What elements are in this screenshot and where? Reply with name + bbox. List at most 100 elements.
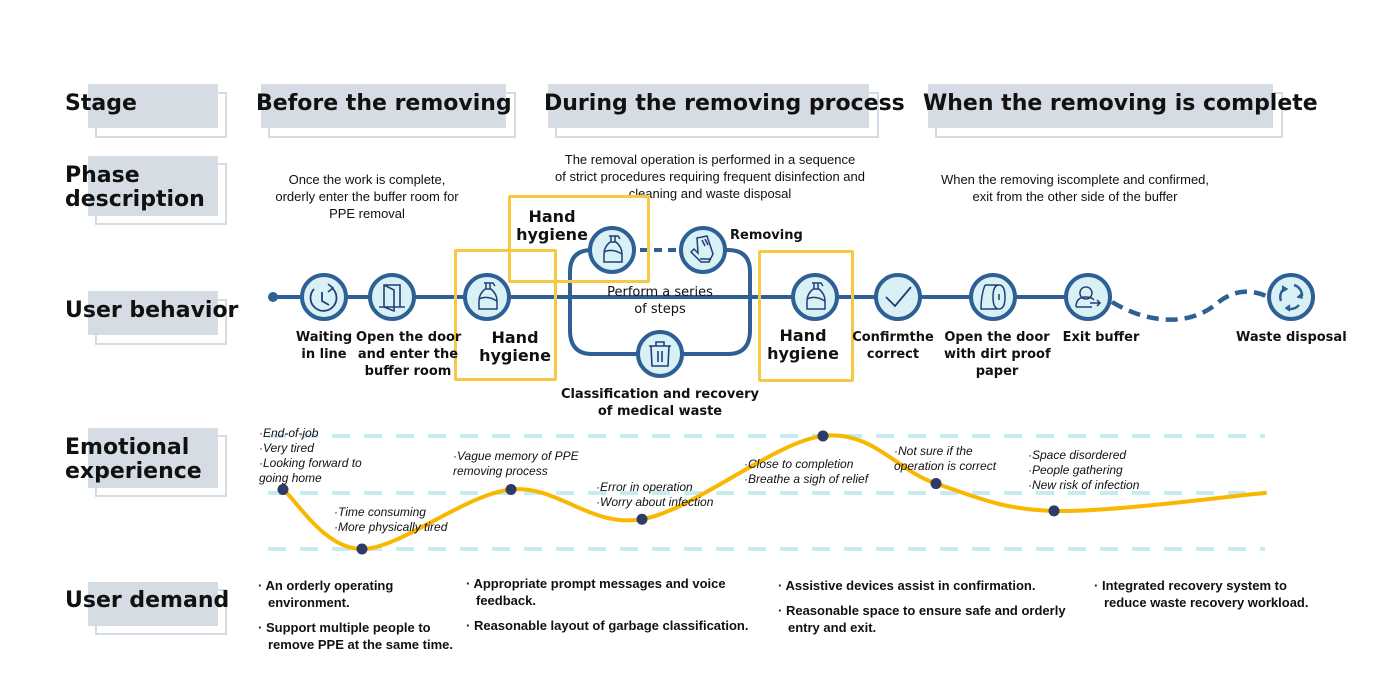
phase-description-label-line1: Phase: [65, 163, 140, 188]
emotion-point: [505, 484, 517, 495]
demand-text: Assistive devices assist in confirmation…: [785, 578, 1036, 593]
spray-bottle-icon: [588, 226, 636, 274]
label-line: Open the door: [944, 330, 1050, 345]
phase-description-during: The removal operation is performed in a …: [540, 151, 880, 202]
demand-column-4: · Integrated recovery system to reduce w…: [1094, 577, 1324, 619]
description-line: cleaning and waste disposal: [628, 186, 792, 201]
glove-icon: [679, 226, 727, 274]
user-behavior-label: User behavior: [65, 298, 239, 323]
emotion-note-2: ·Time consuming ·More physically tired: [334, 505, 447, 535]
emotion-points: [277, 430, 1060, 555]
note-line: ·Very tired: [259, 441, 314, 455]
bullet: ·: [1094, 578, 1102, 593]
demand-text: Appropriate prompt messages and voice fe…: [473, 576, 726, 608]
label-line: hygiene: [767, 344, 839, 363]
label-line: Waste disposal: [1236, 330, 1347, 345]
emotion-note-1: ·End-of-job ·Very tired ·Looking forward…: [259, 426, 362, 486]
emotion-point: [930, 478, 942, 490]
label-line: with dirt proof: [944, 347, 1051, 362]
label-line: buffer room: [364, 364, 452, 379]
spray-bottle-icon: [463, 273, 511, 321]
note-line: ·More physically tired: [334, 520, 448, 534]
spray-bottle-icon: [791, 273, 839, 321]
label-line: of steps: [634, 302, 686, 317]
bullet: ·: [466, 618, 474, 633]
label-line: Hand: [528, 207, 576, 226]
note-line: ·Time consuming: [334, 505, 426, 519]
demand-item: · An orderly operating environment.: [258, 577, 463, 611]
note-line: removing process: [453, 464, 548, 478]
description-line: of strict procedures requiring frequent …: [554, 169, 865, 184]
label-line: Confirmthe: [852, 330, 934, 345]
note-line: ·Worry about infection: [596, 495, 714, 509]
note-line: ·Looking forward to: [259, 456, 362, 470]
hand-hygiene-highlight-1: [454, 249, 557, 381]
demand-text: Integrated recovery system to reduce was…: [1101, 578, 1309, 610]
door-icon: [368, 273, 416, 321]
exit-user-icon: [1064, 273, 1112, 321]
emotional-label-line1: Emotional: [65, 435, 190, 460]
step-label-exit-buffer: Exit buffer: [1056, 329, 1146, 346]
dashed-wave: [1110, 289, 1270, 322]
label-line: in line: [301, 347, 347, 362]
stage-title: Before the removing: [256, 91, 512, 116]
bullet: ·: [466, 576, 474, 591]
label-line: Perform a series: [607, 285, 713, 300]
demand-text: Reasonable layout of garbage classificat…: [473, 618, 749, 633]
step-label-hand-hygiene-3: Hand hygiene: [758, 327, 848, 363]
demand-item: · Assistive devices assist in confirmati…: [778, 577, 1078, 594]
emotional-label-line2: experience: [65, 459, 202, 484]
emotion-note-3: ·Vague memory of PPE removing process: [453, 449, 579, 479]
emotion-point: [1048, 505, 1060, 517]
demand-text: An orderly operating environment.: [265, 578, 394, 610]
description-line: The removal operation is performed in a …: [564, 152, 856, 167]
label-line: paper: [975, 364, 1019, 379]
emotion-point: [277, 484, 289, 495]
demand-column-2: · Appropriate prompt messages and voice …: [466, 575, 766, 642]
clock-icon: [300, 273, 348, 321]
description-line: exit from the other side of the buffer: [972, 189, 1178, 204]
description-line: PPE removal: [329, 206, 405, 221]
label-line: Removing: [730, 228, 803, 243]
note-line: ·Not sure if the: [894, 444, 973, 458]
hand-hygiene-highlight-2: [508, 195, 650, 283]
label-line: Waiting: [295, 330, 353, 345]
note-line: ·Vague memory of PPE: [453, 449, 579, 463]
note-line: ·Space disordered: [1028, 448, 1127, 462]
loop-label: Perform a series of steps: [590, 284, 730, 318]
emotion-note-6: ·Not sure if the operation is correct: [894, 444, 996, 474]
demand-column-1: · An orderly operating environment. · Su…: [258, 577, 463, 661]
demand-column-3: · Assistive devices assist in confirmati…: [778, 577, 1078, 644]
demand-item: · Appropriate prompt messages and voice …: [466, 575, 766, 609]
step-label-open-door: Open the door and enter the buffer room: [356, 329, 462, 380]
step-label-hand-hygiene-1: Hand hygiene: [470, 329, 560, 365]
label-line: Hand: [779, 326, 827, 345]
emotion-point: [356, 543, 368, 555]
label-line: Exit buffer: [1062, 330, 1140, 345]
stage-title: When the removing is complete: [923, 91, 1318, 116]
emotion-note-4: ·Error in operation ·Worry about infecti…: [596, 480, 713, 510]
emotion-note-5: ·Close to completion ·Breathe a sigh of …: [744, 457, 868, 487]
label-line: hygiene: [516, 225, 588, 244]
note-line: ·Close to completion: [744, 457, 854, 471]
demand-item: · Reasonable space to ensure safe and or…: [778, 602, 1078, 636]
stage-title: During the removing process: [544, 91, 905, 116]
note-line: ·People gathering: [1028, 463, 1123, 477]
note-line: ·End-of-job: [259, 426, 319, 440]
demand-text: Support multiple people to remove PPE at…: [265, 620, 453, 652]
hand-hygiene-highlight-3: [758, 250, 854, 382]
bullet: ·: [778, 603, 786, 618]
label-line: Open the door: [356, 330, 462, 345]
step-label-waste-disposal: Waste disposal: [1236, 329, 1347, 346]
emotion-note-7: ·Space disordered ·People gathering ·New…: [1028, 448, 1139, 493]
bullet: ·: [258, 578, 266, 593]
description-line: orderly enter the buffer room for: [275, 189, 459, 204]
trash-icon: [636, 330, 684, 378]
stage-label: Stage: [65, 91, 137, 116]
emotion-point: [636, 513, 648, 525]
note-line: ·New risk of infection: [1028, 478, 1140, 492]
label-line: of medical waste: [597, 404, 723, 419]
phase-description-label-line2: description: [65, 187, 205, 212]
